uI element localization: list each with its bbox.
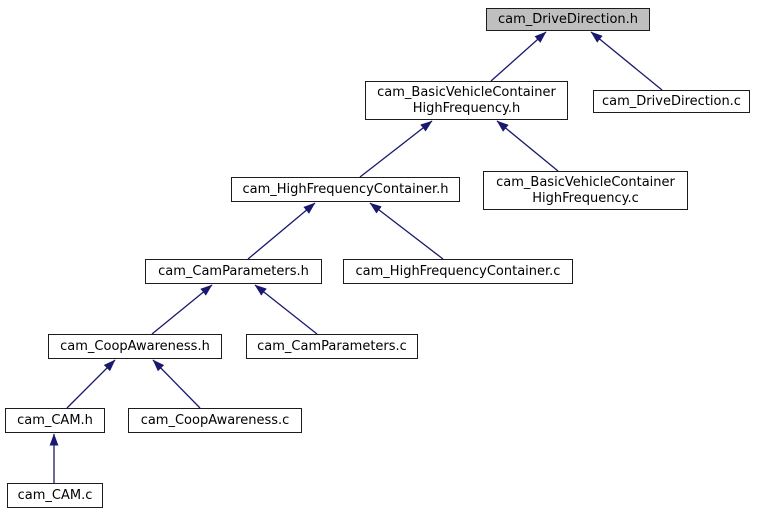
dependency-edge-cam-parameters-c-to-cam-parameters-h: [254, 284, 318, 335]
dependency-edge-basic-vehicle-container-high-frequency-c-to-basic-vehicle-container-high-frequency-h: [496, 120, 559, 172]
graph-node-coop-awareness-h[interactable]: cam_CoopAwareness.h: [48, 334, 222, 359]
graph-node-label: cam_HighFrequencyContainer.c: [355, 263, 561, 279]
graph-node-label: cam_CoopAwareness.c: [140, 412, 290, 428]
graph-node-label: cam_CAM.c: [17, 487, 93, 503]
graph-node-cam-h[interactable]: cam_CAM.h: [5, 408, 105, 433]
dependency-edge-coop-awareness-c-to-coop-awareness-h: [152, 359, 201, 409]
graph-node-label: cam_BasicVehicleContainer: [377, 84, 556, 100]
graph-node-label: HighFrequency.c: [532, 190, 639, 206]
dependency-edge-coop-awareness-h-to-cam-parameters-h: [151, 284, 213, 335]
graph-node-cam-parameters-c[interactable]: cam_CamParameters.c: [246, 334, 418, 359]
graph-node-cam-c[interactable]: cam_CAM.c: [7, 483, 103, 508]
graph-node-cam-parameters-h[interactable]: cam_CamParameters.h: [145, 259, 322, 284]
dependency-edge-cam-parameters-h-to-high-frequency-container-h: [247, 202, 316, 260]
graph-node-label: cam_HighFrequencyContainer.h: [242, 181, 449, 197]
graph-node-drive-direction-c[interactable]: cam_DriveDirection.c: [593, 90, 750, 113]
graph-node-label: cam_BasicVehicleContainer: [496, 174, 675, 190]
graph-node-high-frequency-container-c[interactable]: cam_HighFrequencyContainer.c: [343, 259, 573, 284]
graph-node-high-frequency-container-h[interactable]: cam_HighFrequencyContainer.h: [231, 177, 460, 202]
graph-node-drive-direction-h[interactable]: cam_DriveDirection.h: [486, 8, 650, 31]
graph-node-label: cam_CoopAwareness.h: [60, 338, 210, 354]
graph-node-label: cam_DriveDirection.h: [497, 11, 639, 27]
dependency-edge-high-frequency-container-h-to-basic-vehicle-container-high-frequency-h: [359, 120, 433, 178]
dependency-edge-drive-direction-c-to-drive-direction-h: [590, 31, 663, 91]
dependency-edge-cam-h-to-coop-awareness-h: [66, 359, 116, 409]
graph-node-label: HighFrequency.h: [412, 100, 521, 116]
graph-node-label: cam_CAM.h: [17, 412, 93, 428]
graph-node-label: cam_CamParameters.h: [158, 263, 309, 279]
graph-node-label: cam_CamParameters.c: [257, 338, 407, 354]
dependency-edge-basic-vehicle-container-high-frequency-h-to-drive-direction-h: [490, 31, 547, 82]
dependency-edge-high-frequency-container-c-to-high-frequency-container-h: [369, 202, 444, 260]
graph-node-coop-awareness-c[interactable]: cam_CoopAwareness.c: [128, 408, 302, 433]
graph-node-label: cam_DriveDirection.c: [602, 93, 741, 109]
